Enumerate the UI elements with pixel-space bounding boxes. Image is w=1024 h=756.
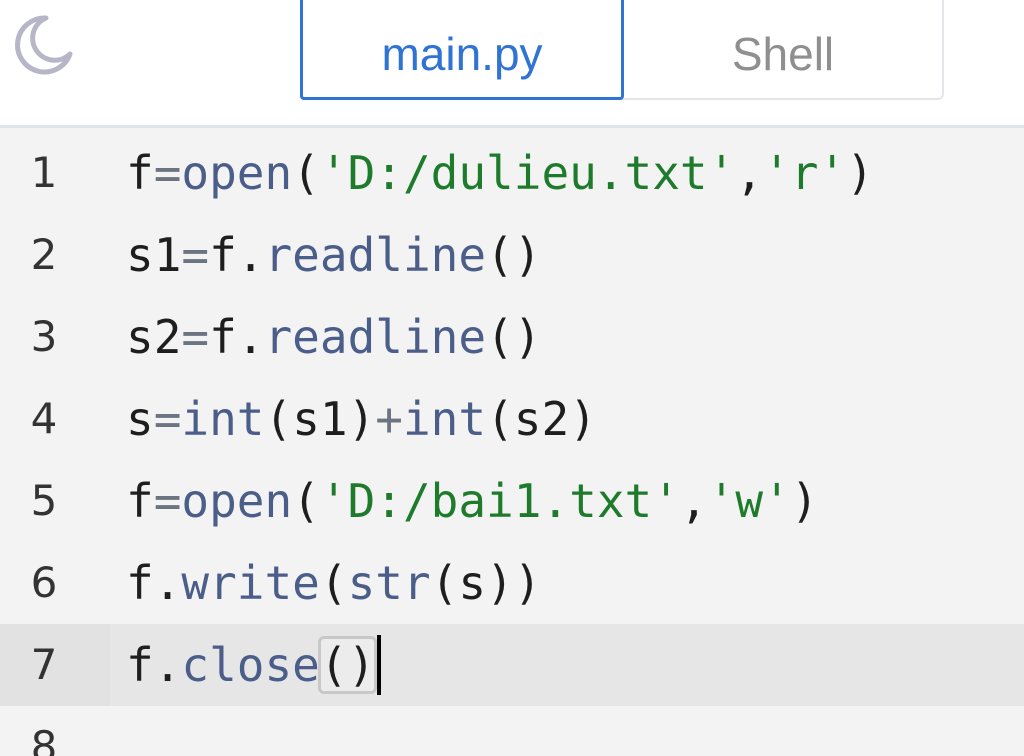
- code-token: =: [181, 310, 210, 364]
- code-line[interactable]: 5 f=open('D:/bai1.txt','w'): [0, 460, 1024, 542]
- code-token: (): [486, 228, 542, 282]
- header-divider: [0, 125, 1024, 128]
- code-line[interactable]: 2 s1=f.readline(): [0, 214, 1024, 296]
- gutter: [0, 624, 110, 706]
- code-token: s: [126, 392, 154, 446]
- code-token: (: [292, 474, 320, 528]
- code-token: f: [126, 474, 154, 528]
- line-number: 1: [30, 148, 58, 197]
- code-text[interactable]: s=int(s1)+int(s2): [126, 378, 597, 460]
- code-token: 'D:/bai1.txt': [319, 474, 680, 528]
- tab-main-py[interactable]: main.py: [300, 0, 624, 100]
- code-text[interactable]: f.close(): [126, 624, 382, 706]
- code-token: f.: [126, 556, 182, 610]
- code-token: 'r': [763, 146, 847, 200]
- code-token: ): [790, 474, 819, 528]
- code-token: int: [402, 392, 487, 446]
- line-number: 6: [30, 558, 58, 607]
- code-token: s1: [126, 228, 182, 282]
- code-line[interactable]: 6 f.write(str(s)): [0, 542, 1024, 624]
- line-number: 5: [30, 476, 58, 525]
- line-number: 2: [30, 230, 58, 279]
- code-token: ): [846, 146, 874, 200]
- code-token: str: [347, 556, 431, 610]
- code-token: =: [153, 392, 182, 446]
- code-token: f: [126, 146, 154, 200]
- code-text[interactable]: s2=f.readline(): [126, 296, 541, 378]
- code-token: readline: [264, 228, 487, 282]
- code-token: ,: [679, 474, 708, 528]
- code-line[interactable]: 8: [0, 706, 1024, 756]
- code-text[interactable]: f=open('D:/dulieu.txt','r'): [126, 132, 874, 214]
- code-token: =: [181, 228, 210, 282]
- code-token: +: [375, 392, 403, 446]
- code-token: ,: [735, 146, 764, 200]
- code-token: write: [181, 556, 320, 610]
- line-number: 7: [30, 640, 58, 689]
- code-line[interactable]: 7 f.close(): [0, 624, 1024, 706]
- code-token: f.: [209, 310, 265, 364]
- code-token: =: [153, 146, 182, 200]
- line-number: 8: [30, 722, 58, 756]
- text-cursor: [377, 634, 382, 695]
- code-token: (: [292, 146, 320, 200]
- moon-icon[interactable]: [8, 12, 74, 78]
- code-token: (s2): [486, 392, 597, 446]
- active-line-highlight: [110, 624, 1024, 706]
- code-token: open: [181, 474, 293, 528]
- code-text[interactable]: f=open('D:/bai1.txt','w'): [126, 460, 818, 542]
- code-token: f.: [209, 228, 265, 282]
- code-token: readline: [264, 310, 487, 364]
- code-token: close: [181, 638, 320, 692]
- code-token: (s)): [430, 556, 542, 610]
- tab-shell[interactable]: Shell: [731, 28, 835, 80]
- code-line[interactable]: 3 s2=f.readline(): [0, 296, 1024, 378]
- code-token: (s1): [264, 392, 376, 446]
- code-token: (): [486, 310, 542, 364]
- code-token: f.: [126, 638, 182, 692]
- line-number: 3: [30, 312, 58, 361]
- code-token: (: [319, 556, 348, 610]
- code-token: 'D:/dulieu.txt': [319, 146, 736, 200]
- line-number: 4: [30, 394, 58, 443]
- code-text[interactable]: s1=f.readline(): [126, 214, 541, 296]
- code-text[interactable]: f.write(str(s)): [126, 542, 541, 624]
- top-bar: main.py Shell: [0, 0, 1024, 126]
- code-token: =: [153, 474, 182, 528]
- code-token: 'w': [707, 474, 791, 528]
- code-token: s2: [126, 310, 182, 364]
- matched-brackets: (): [317, 636, 378, 694]
- code-token: open: [181, 146, 293, 200]
- code-token: int: [181, 392, 265, 446]
- code-line[interactable]: 1 f=open('D:/dulieu.txt','r'): [0, 132, 1024, 214]
- file-tabs: main.py Shell: [300, 0, 944, 100]
